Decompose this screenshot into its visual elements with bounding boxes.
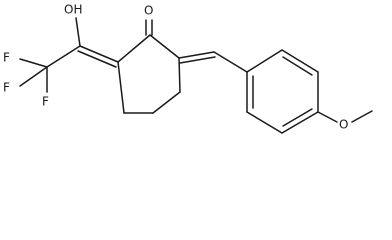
- bond-enol-double-1: [79, 45, 119, 63]
- bond-aryl-inner-2: [282, 108, 313, 127]
- bond-ring-c6-c1: [117, 34, 151, 63]
- bond-ring-c2-c3: [178, 57, 181, 93]
- bond-benzylidene-double-2: [179, 56, 216, 64]
- fluorine-label-2: F: [3, 81, 10, 95]
- bond-ether-methyl: [351, 110, 373, 123]
- fluorine-label-1: F: [3, 51, 10, 65]
- bond-ring-c3-c4: [152, 91, 181, 114]
- bond-aryl-1: [246, 49, 283, 73]
- bond-aryl-inner-1: [282, 56, 313, 76]
- bond-aryl-5: [246, 111, 283, 134]
- bonds: [19, 17, 373, 134]
- bond-aryl-4: [281, 111, 319, 134]
- bond-enol-double-2: [77, 50, 117, 68]
- bond-ring-c1-c2: [149, 34, 180, 59]
- bond-ring-c5-c6: [117, 61, 125, 114]
- atom-labels: OH O F F F O: [3, 3, 348, 132]
- bond-cf-2: [19, 66, 48, 87]
- hydroxyl-label: OH: [64, 3, 82, 17]
- bond-aryl-2: [281, 49, 319, 73]
- bond-enol-oh: [75, 17, 81, 47]
- canvas-background: [0, 0, 392, 138]
- bond-cf-1: [19, 58, 48, 68]
- carbonyl-oxygen-label: O: [144, 4, 153, 18]
- bond-benzylidene-double-1: [178, 51, 215, 59]
- chemical-structure: OH O F F F O: [0, 0, 392, 138]
- bond-enol-cf3: [46, 45, 81, 68]
- bond-aryl-ether: [317, 111, 338, 123]
- bond-benzylidene-aryl: [213, 51, 248, 73]
- ether-oxygen-label: O: [339, 118, 348, 132]
- fluorine-label-3: F: [42, 95, 49, 109]
